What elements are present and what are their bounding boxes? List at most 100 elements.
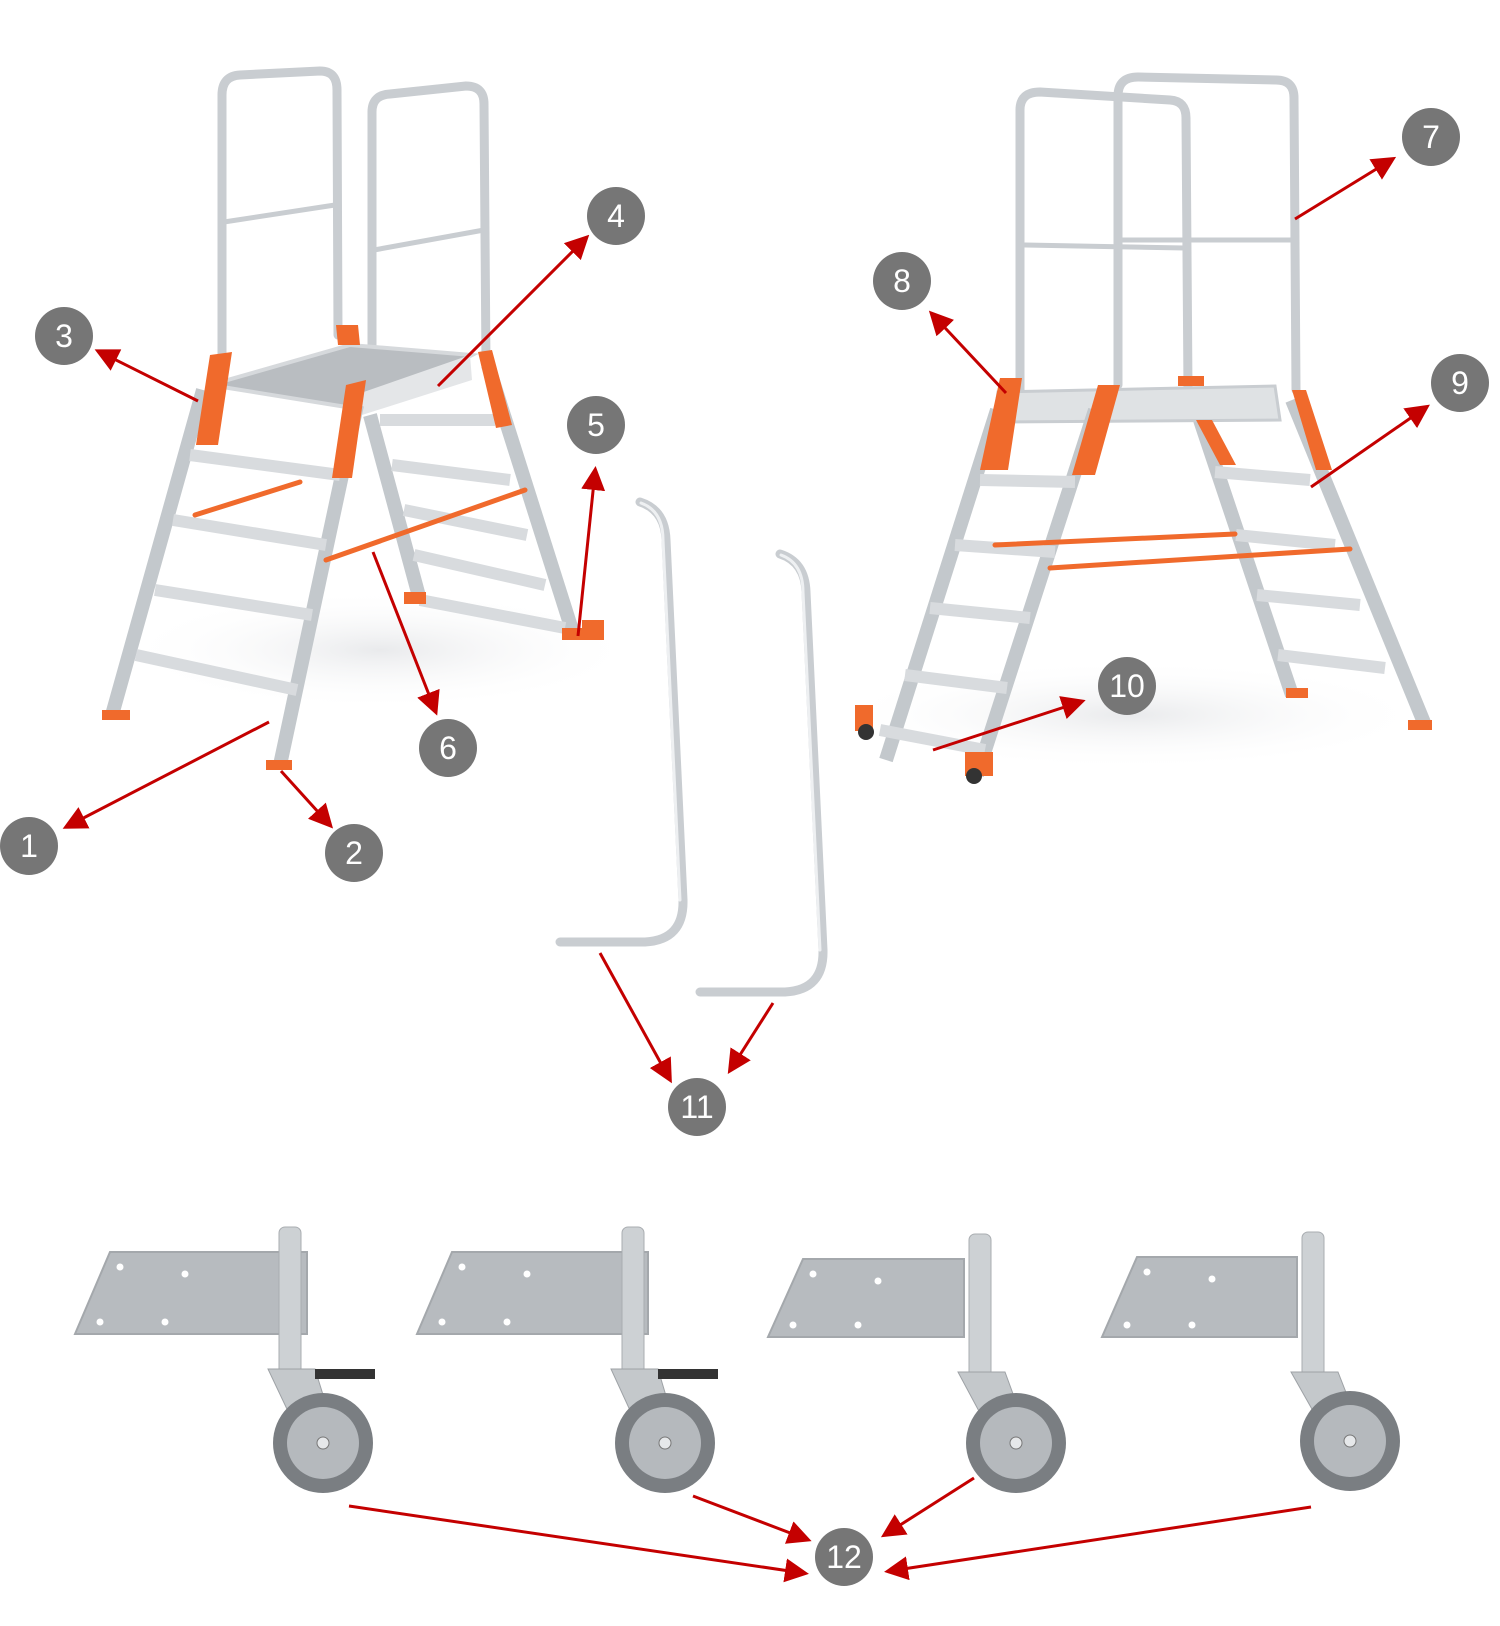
callout-9: 9 xyxy=(1431,354,1489,412)
callout-10: 10 xyxy=(1098,657,1156,715)
bolt-hole xyxy=(1188,1321,1196,1329)
axle-bolt xyxy=(1343,1434,1357,1448)
axle-bolt xyxy=(1009,1436,1023,1450)
caster-stem xyxy=(621,1226,645,1380)
callout-3: 3 xyxy=(35,307,93,365)
caster-set xyxy=(73,1226,1400,1493)
callout-4: 4 xyxy=(587,187,645,245)
arrow-11a xyxy=(598,952,672,1084)
platform-edge xyxy=(355,355,472,415)
callout-5: 5 xyxy=(567,396,625,454)
back-steps xyxy=(380,414,567,634)
callout-1: 1 xyxy=(0,817,58,875)
callout-11: 11 xyxy=(668,1078,726,1136)
handrail-extension-1 xyxy=(555,497,688,947)
brake-pedal xyxy=(658,1369,718,1379)
bolt-hole xyxy=(523,1270,531,1278)
callout-6: 6 xyxy=(419,719,477,777)
orange-hinges xyxy=(980,376,1332,475)
mounting-plate xyxy=(1100,1256,1298,1338)
mounting-plate xyxy=(415,1251,649,1335)
bolt-hole xyxy=(809,1270,817,1278)
front-stile-left xyxy=(879,407,1004,763)
handrail-back xyxy=(1015,87,1193,395)
arrow-11b xyxy=(727,1002,775,1075)
arrow-6 xyxy=(371,551,440,716)
callout-label: 2 xyxy=(345,835,363,871)
bolt-hole xyxy=(854,1321,862,1329)
callout-arrows xyxy=(62,156,1430,1583)
caster-4 xyxy=(1100,1231,1400,1491)
callout-7: 7 xyxy=(1402,108,1460,166)
callout-8: 8 xyxy=(873,252,931,310)
arrow-5 xyxy=(576,466,606,637)
callout-label: 9 xyxy=(1451,365,1469,401)
spreader-brace-left xyxy=(992,531,1238,548)
arrow-10 xyxy=(932,696,1086,752)
spreader-brace-right xyxy=(323,487,528,563)
handrail-left xyxy=(217,66,343,365)
arrow-12b xyxy=(692,1494,812,1544)
bolt-hole xyxy=(503,1318,511,1326)
bolt-hole xyxy=(458,1263,466,1271)
arrow-12a xyxy=(348,1504,809,1583)
caster-stem xyxy=(968,1233,992,1383)
callout-label: 5 xyxy=(587,407,605,443)
callout-label: 11 xyxy=(680,1089,713,1125)
caster-stem xyxy=(1301,1231,1325,1383)
arrow-12d xyxy=(884,1505,1312,1581)
front-steps xyxy=(878,474,1076,756)
bolt-hole xyxy=(438,1318,446,1326)
platform xyxy=(992,384,1282,424)
ladder-side-view xyxy=(830,72,1432,784)
callout-label: 1 xyxy=(20,828,38,864)
handrail-front xyxy=(1113,72,1301,395)
caster-3 xyxy=(766,1233,1066,1493)
handrail-extension-2 xyxy=(695,549,828,997)
callout-label: 10 xyxy=(1109,668,1145,704)
front-steps xyxy=(134,449,341,696)
arrow-1 xyxy=(62,720,270,829)
callout-label: 4 xyxy=(607,198,625,234)
brake-pedal xyxy=(315,1369,375,1379)
spreader-brace-left xyxy=(192,479,303,518)
bolt-hole xyxy=(1123,1321,1131,1329)
callout-label: 3 xyxy=(55,318,73,354)
back-steps xyxy=(1214,466,1386,674)
ladder-front-view xyxy=(102,66,640,770)
arrow-9 xyxy=(1310,404,1430,489)
feet xyxy=(855,688,1432,784)
axle-bolt xyxy=(316,1436,330,1450)
arrow-2 xyxy=(279,769,334,829)
arrow-4 xyxy=(436,234,590,388)
arrow-3 xyxy=(94,349,199,403)
axle-bolt xyxy=(658,1436,672,1450)
callout-label: 12 xyxy=(826,1539,862,1575)
arrow-12c xyxy=(880,1476,975,1538)
bolt-hole xyxy=(96,1318,104,1326)
handrail-right xyxy=(367,81,491,370)
bolt-hole xyxy=(874,1277,882,1285)
mounting-plate xyxy=(766,1258,965,1338)
caster-2 xyxy=(415,1226,718,1493)
spreader-brace-right xyxy=(1047,546,1353,571)
callout-badges: 1 2 3 4 5 6 7 8 9 10 11 12 xyxy=(0,108,1489,1586)
platform xyxy=(209,342,480,413)
front-stile-left xyxy=(105,388,210,717)
callout-label: 7 xyxy=(1422,119,1440,155)
arrow-7 xyxy=(1294,156,1397,221)
callout-2: 2 xyxy=(325,824,383,882)
feet xyxy=(102,592,604,770)
caster-1 xyxy=(73,1226,375,1493)
bolt-hole xyxy=(1208,1275,1216,1283)
callout-label: 8 xyxy=(893,263,911,299)
bolt-hole xyxy=(1143,1268,1151,1276)
back-stile-left xyxy=(363,413,427,602)
bolt-hole xyxy=(161,1318,169,1326)
callout-label: 6 xyxy=(439,730,457,766)
bolt-hole xyxy=(789,1321,797,1329)
arrow-8 xyxy=(928,310,1008,395)
mounting-plate xyxy=(73,1251,308,1335)
